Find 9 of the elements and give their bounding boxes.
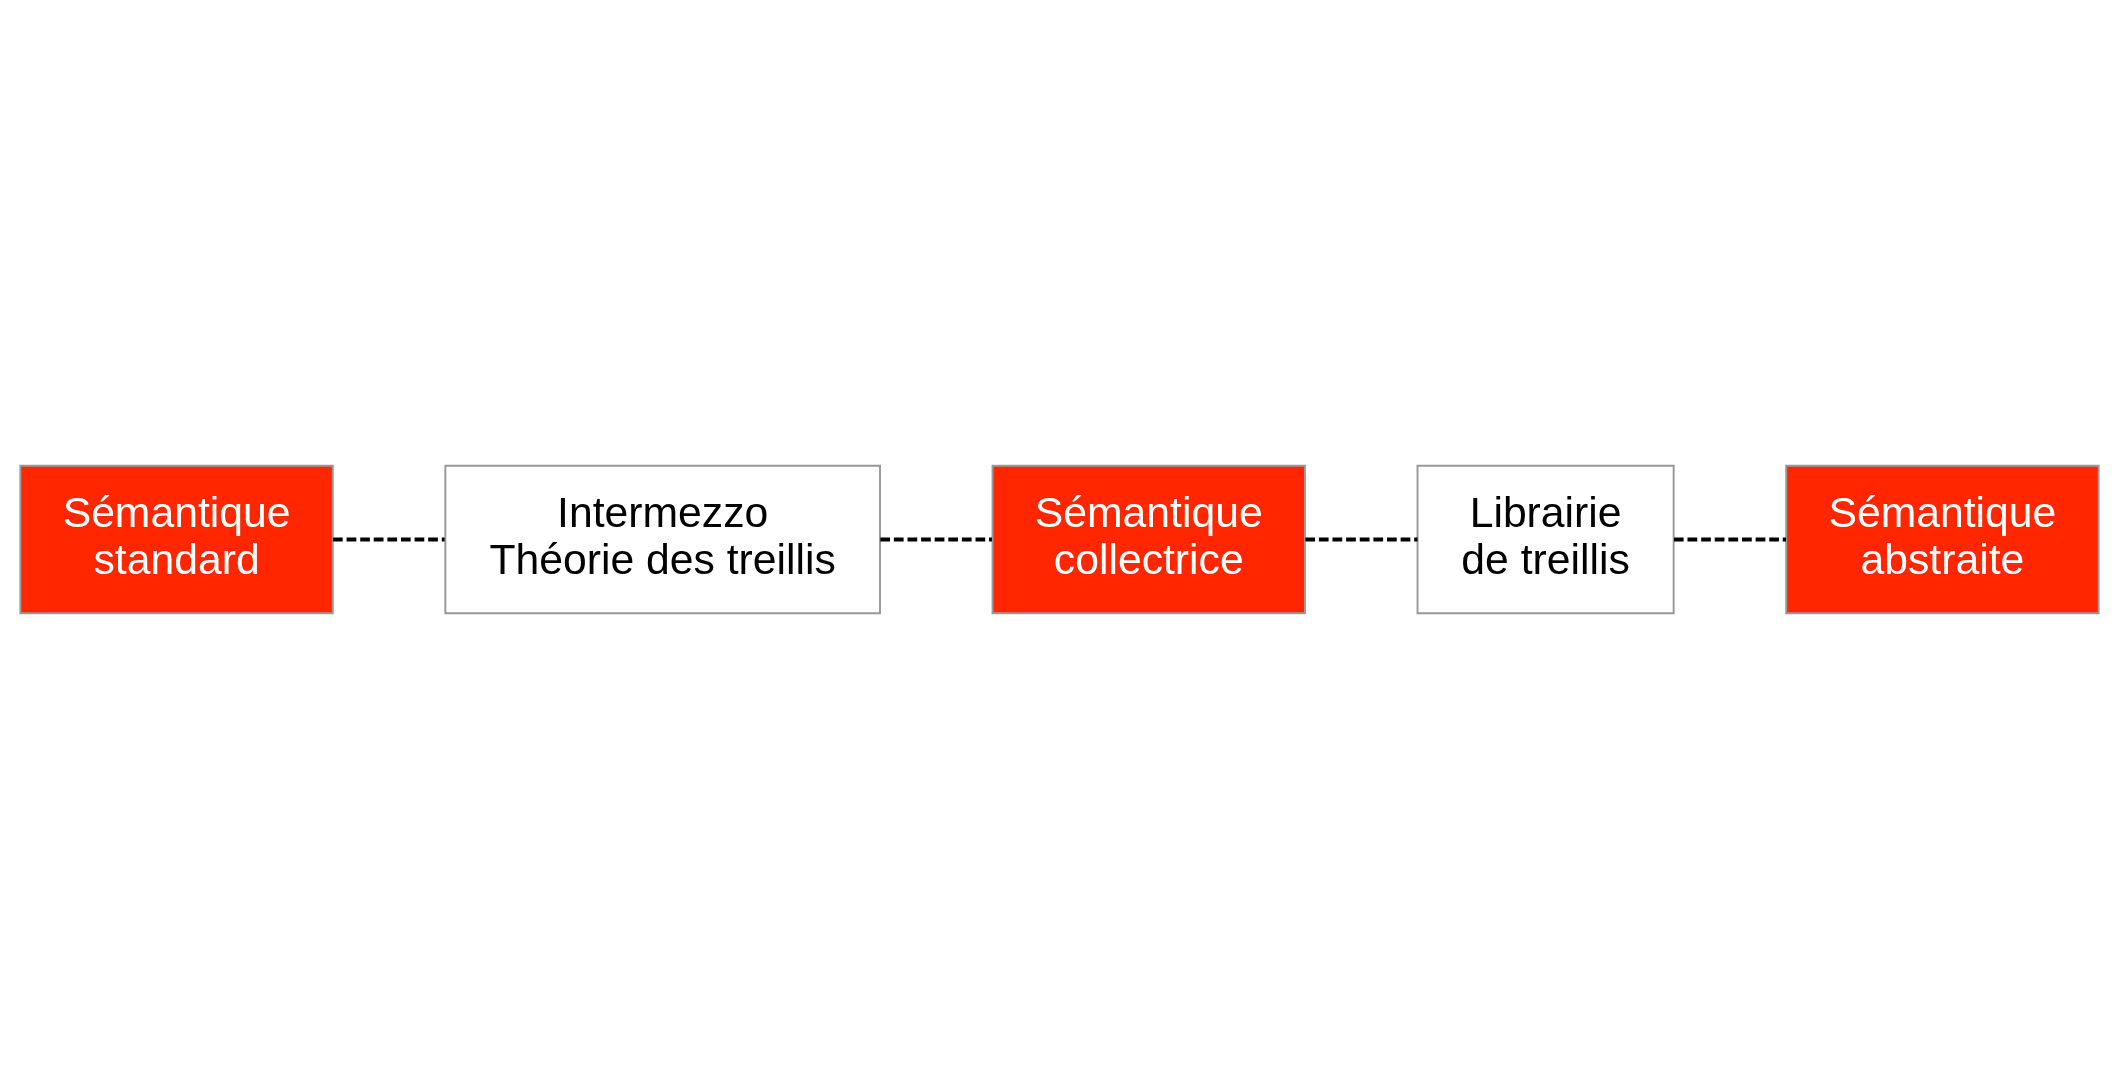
node-box: Sémantique abstraite (1785, 464, 2100, 614)
node-box: Sémantique collectrice (991, 464, 1306, 614)
connector (1305, 537, 1418, 541)
node-box: Librairie de treillis (1416, 464, 1675, 614)
node-box: Intermezzo Théorie des treillis (444, 464, 881, 614)
node-box: Sémantique standard (19, 464, 334, 614)
connector (1674, 537, 1786, 541)
connector (880, 537, 992, 541)
connector (333, 537, 445, 541)
